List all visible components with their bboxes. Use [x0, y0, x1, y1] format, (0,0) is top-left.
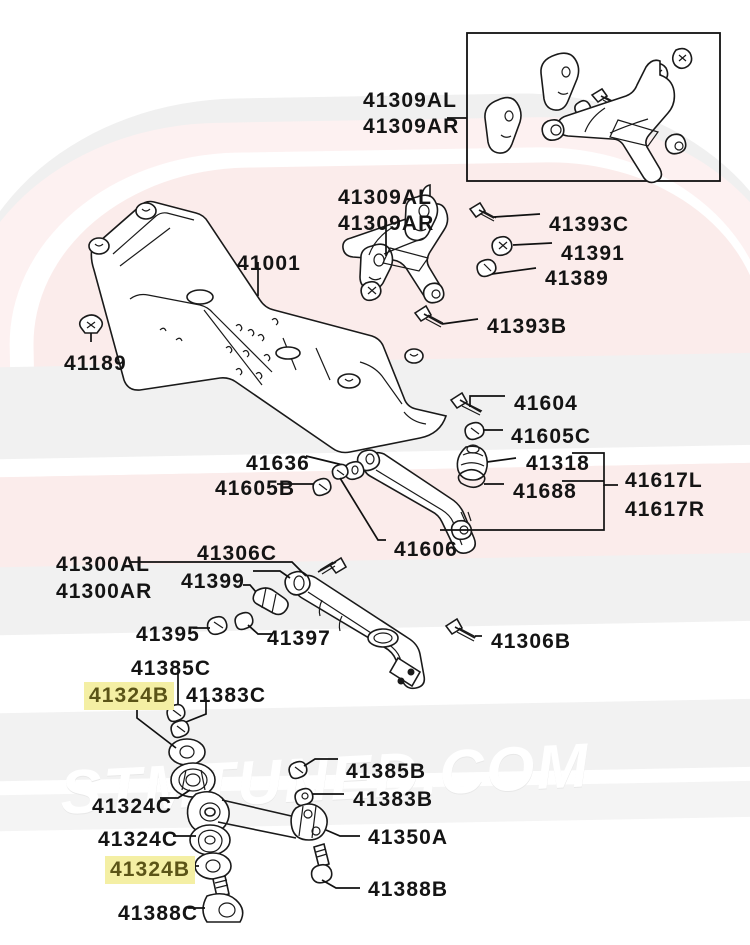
part-number-41306b: 41306B: [491, 630, 572, 653]
part-number-41388b: 41388B: [368, 878, 449, 901]
part-number-41617r: 41617R: [625, 498, 706, 521]
part-number-41350a: 41350A: [368, 826, 449, 849]
part-number-41388c: 41388C: [118, 902, 199, 925]
part-41350A-bracket: [290, 803, 360, 841]
part-41306C-bolt: [317, 556, 348, 575]
part-number-41389: 41389: [545, 267, 609, 290]
part-41189-bolt: [78, 314, 104, 342]
part-41605B-nut: [277, 477, 332, 497]
part-number-41605c: 41605C: [511, 425, 592, 448]
part-number-41324c: 41324C: [98, 828, 179, 851]
part-number-41605b: 41605B: [215, 477, 296, 500]
part-number-41397: 41397: [267, 627, 331, 650]
part-number-41399: 41399: [181, 570, 245, 593]
part-number-41688: 41688: [513, 480, 577, 503]
part-41391-nut: [491, 235, 553, 257]
part-41605C-nut: [464, 421, 503, 441]
part-number-41383b: 41383B: [353, 788, 434, 811]
part-number-41324b: 41324B: [84, 682, 175, 710]
part-41688-snap-ring: [457, 468, 504, 489]
part-number-41385c: 41385C: [131, 657, 212, 680]
part-number-41393b: 41393B: [487, 315, 568, 338]
trailing-arm-41617: [356, 449, 476, 554]
part-number-41300al: 41300AL: [56, 553, 151, 576]
part-number-41001: 41001: [237, 252, 301, 275]
part-41388B-bolt: [310, 842, 360, 889]
part-number-41383c: 41383C: [186, 684, 267, 707]
part-41604-bolt: [449, 391, 505, 416]
part-41393C-bolt: [468, 201, 541, 222]
part-number-41306c: 41306C: [197, 542, 278, 565]
part-41306B-bolt: [444, 617, 482, 642]
part-number-41385b: 41385B: [346, 760, 427, 783]
part-41397-washer: [234, 611, 272, 635]
part-41383B-washer: [294, 787, 344, 807]
part-number-41393c: 41393C: [549, 213, 630, 236]
part-number-41189: 41189: [64, 352, 127, 375]
part-number-41395: 41395: [136, 623, 200, 646]
part-number-41617l: 41617L: [625, 469, 703, 492]
lower-control-arm-41300: [130, 561, 426, 690]
part-number-41309ar: 41309AR: [338, 212, 435, 235]
part-number-41391: 41391: [561, 242, 625, 265]
part-number-41636: 41636: [246, 452, 310, 475]
part-number-41604: 41604: [514, 392, 578, 415]
part-41385B-nut: [288, 758, 338, 780]
part-41393B-bolt: [413, 304, 479, 328]
part-41395-nut: [193, 615, 228, 636]
crossmember-41001: [88, 200, 448, 454]
part-number-41324b: 41324B: [105, 856, 196, 884]
upper-control-arm-41309: [342, 184, 449, 304]
part-number-41318: 41318: [526, 452, 590, 475]
stabilizer-link-stack: [136, 670, 301, 923]
part-41389-washer: [476, 258, 537, 278]
part-number-41309al: 41309AL: [338, 186, 433, 209]
part-number-41606: 41606: [394, 538, 458, 561]
part-number-41324c: 41324C: [92, 795, 173, 818]
part-number-41309al: 41309AL: [363, 89, 458, 112]
part-41606-bolt: [331, 463, 386, 541]
part-number-41309ar: 41309AR: [363, 115, 460, 138]
inset-box: [447, 32, 721, 182]
bracket-41617: [440, 452, 618, 531]
part-41399-sleeve: [243, 584, 289, 616]
inset-upper-arm-detail: [484, 47, 693, 184]
part-number-41300ar: 41300AR: [56, 580, 153, 603]
part-41318-bushing: [456, 444, 517, 481]
